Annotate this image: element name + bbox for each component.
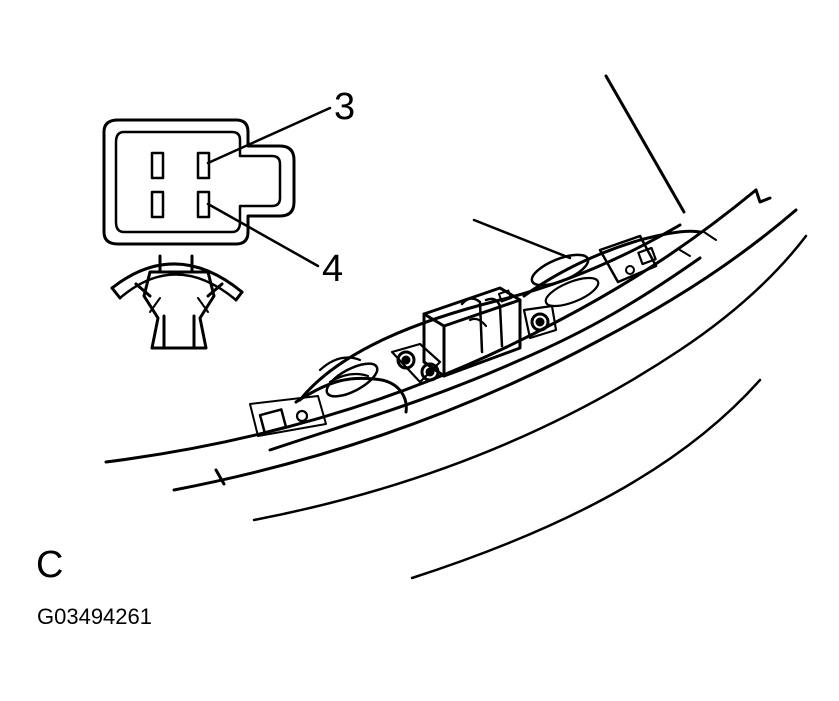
mounting-rail xyxy=(249,223,717,452)
leader-line-rail xyxy=(472,218,572,260)
mounting-clip xyxy=(110,254,244,350)
figure-id-label: G03494261 xyxy=(37,604,152,629)
terminal-pin xyxy=(150,190,165,219)
connector-face-view xyxy=(102,118,296,246)
terminal-pin-3 xyxy=(196,151,211,180)
terminal-pin xyxy=(150,151,165,180)
view-letter-label: C xyxy=(36,544,64,586)
callout-terminal-3: 3 xyxy=(334,86,356,128)
body-panel xyxy=(104,74,808,580)
leader-line-4 xyxy=(206,202,320,268)
callout-terminal-4: 4 xyxy=(322,248,344,290)
leader-line-3 xyxy=(206,106,332,165)
relay-component xyxy=(390,286,558,384)
